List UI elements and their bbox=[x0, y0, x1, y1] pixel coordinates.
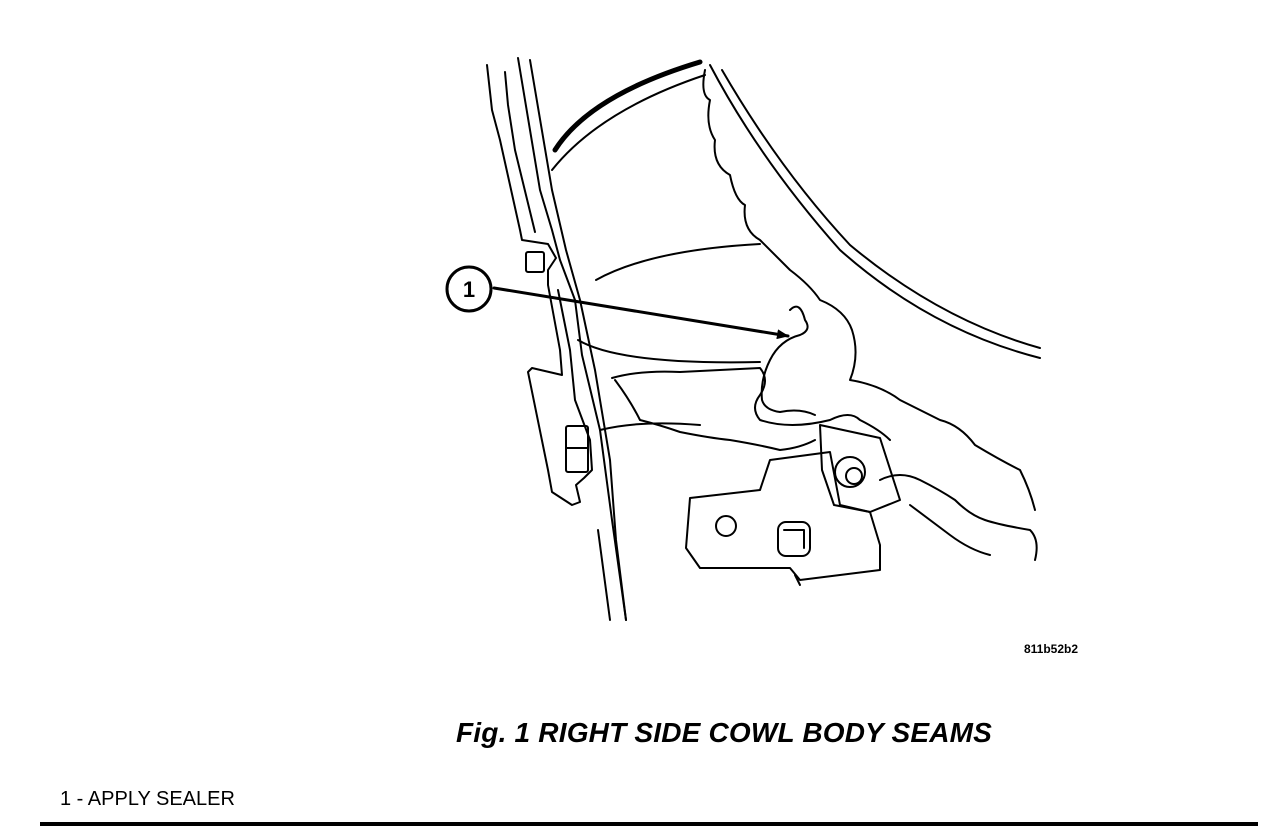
figure-caption: Fig. 1 RIGHT SIDE COWL BODY SEAMS bbox=[456, 717, 993, 748]
bottom-divider bbox=[40, 822, 1258, 826]
callout-circle bbox=[445, 265, 493, 313]
mounting-bracket bbox=[685, 424, 1038, 586]
sealer-bead bbox=[611, 69, 1036, 511]
figure-code: 811b52b2 bbox=[1024, 642, 1078, 656]
cowl-panel bbox=[551, 59, 1041, 431]
fastener-tab-upper bbox=[525, 251, 545, 273]
callout-leader-arrow bbox=[492, 286, 790, 340]
legend-item: 1 - APPLY SEALER bbox=[60, 788, 235, 810]
door-frame-panel bbox=[486, 57, 627, 621]
callout-number: 1 bbox=[463, 277, 475, 302]
